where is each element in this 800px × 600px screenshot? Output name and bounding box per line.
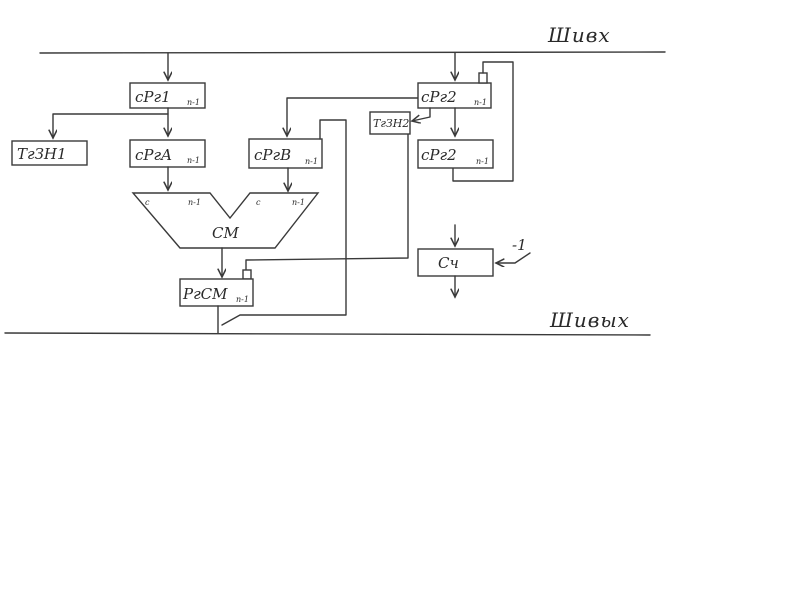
adder-left-n: n-1 xyxy=(188,198,201,207)
block-rg1-label: сРг1 xyxy=(135,88,171,106)
block-rga-label: сРгA xyxy=(135,146,172,164)
block-rga: сРгA n-1 xyxy=(129,139,206,168)
block-counter: Сч xyxy=(417,248,494,277)
rg1-to-tgzn1-arrow xyxy=(53,107,169,138)
block-tgzn1-label: ТгЗН1 xyxy=(17,145,67,163)
block-rg1: сРг1 n-1 xyxy=(129,82,206,109)
block-rg2-bottom-label: сРг2 xyxy=(421,146,457,164)
block-rg2-top-label: сРг2 xyxy=(421,88,457,106)
rg2-control-tab xyxy=(478,72,488,84)
block-rg2-top: сРг2 n-1 xyxy=(417,82,492,109)
output-bus-line xyxy=(4,332,651,336)
rg2-loop-line xyxy=(452,61,514,182)
counter-minus-one-arrow xyxy=(496,252,531,263)
block-tgzn1: ТгЗН1 xyxy=(11,140,88,166)
adder-right-n: n-1 xyxy=(292,198,305,207)
rgsm-control-tab xyxy=(242,269,252,280)
counter-minus-one-label: -1 xyxy=(512,236,527,254)
block-rgb-label: сРгB xyxy=(254,146,291,164)
tgzn2-to-rgsm-line xyxy=(245,119,409,279)
block-adder: СМ c n-1 c n-1 xyxy=(131,192,320,249)
rg2-to-tgzn2-arrow xyxy=(412,107,431,121)
block-counter-label: Сч xyxy=(438,254,459,272)
rgb-loop-line xyxy=(221,119,347,326)
block-rgb: сРгB n-1 xyxy=(248,138,323,169)
block-rg1-sub: n-1 xyxy=(187,98,200,107)
block-tgzn2: ТгЗН2 xyxy=(369,111,411,135)
adder-left-c: c xyxy=(145,198,150,207)
block-rg2-bottom: сРг2 n-1 xyxy=(417,139,494,169)
block-adder-label: СМ xyxy=(212,224,239,242)
block-rga-sub: n-1 xyxy=(187,156,200,165)
block-tgzn2-label: ТгЗН2 xyxy=(373,117,409,130)
input-bus-label: Шивх xyxy=(547,23,611,47)
output-bus-label: Шивых xyxy=(549,308,630,332)
block-rgsm: РгСМ n-1 xyxy=(179,278,254,307)
block-rgsm-sub: n-1 xyxy=(236,295,249,304)
adder-right-c: c xyxy=(256,198,261,207)
input-bus-line xyxy=(39,51,666,54)
bus-to-rgb-line xyxy=(287,97,419,136)
block-rgsm-label: РгСМ xyxy=(182,285,228,303)
block-rg2-top-sub: n-1 xyxy=(474,98,487,107)
block-rg2-bottom-sub: n-1 xyxy=(476,157,489,166)
block-rgb-sub: n-1 xyxy=(305,157,318,166)
